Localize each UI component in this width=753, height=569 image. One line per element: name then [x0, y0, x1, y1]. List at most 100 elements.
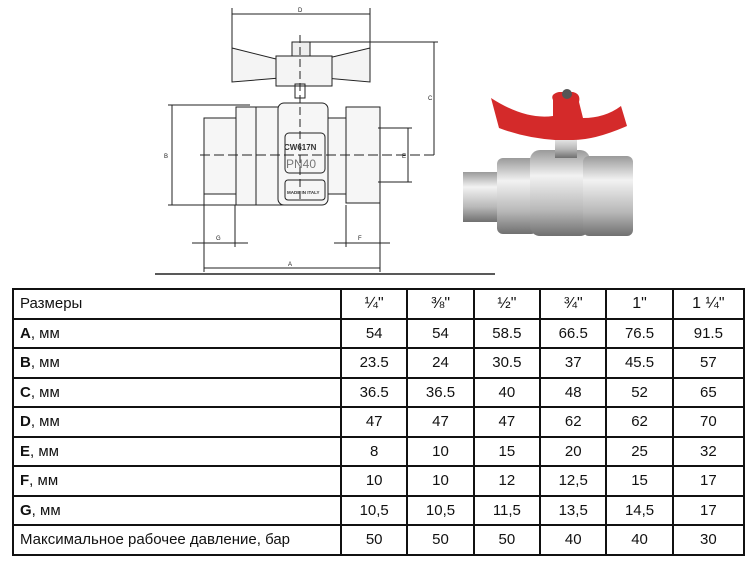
table-cell: 50 — [339, 524, 409, 556]
table-cell: 8 — [339, 435, 409, 467]
row-label: A, мм — [12, 317, 342, 349]
table-cell: 50 — [472, 524, 542, 556]
row-letter: D — [20, 413, 31, 431]
red-butterfly-handle-icon — [491, 92, 627, 140]
size-header: ⅜" — [406, 288, 475, 320]
row-unit: , мм — [30, 354, 60, 372]
size-header: ¼" — [339, 288, 409, 320]
table-cell: 47 — [339, 406, 409, 438]
row-unit: , мм — [31, 501, 61, 519]
table-cell: 52 — [605, 376, 674, 408]
table-cell: 15 — [472, 435, 542, 467]
row-letter: A — [20, 324, 31, 342]
table-cell: 23.5 — [339, 347, 409, 379]
table-cell: 40 — [605, 524, 674, 556]
row-unit: , мм — [30, 413, 60, 431]
table-cell: 36.5 — [339, 376, 409, 408]
row-letter: C — [20, 383, 31, 401]
table-cell: 36.5 — [406, 376, 475, 408]
table-cell: 17 — [671, 494, 746, 526]
row-unit: , мм — [30, 442, 59, 460]
table-cell: 10 — [406, 435, 475, 467]
table-cell: 10 — [406, 465, 475, 497]
size-header: 1 ¼" — [671, 288, 746, 320]
row-label: G, мм — [12, 494, 342, 526]
table-cell: 10 — [339, 465, 409, 497]
table-cell: 11,5 — [472, 494, 542, 526]
table-header-row: Размеры ¼" ⅜" ½" ¾" 1" 1 ¼" — [12, 288, 746, 320]
row-letter: E — [20, 442, 31, 460]
table-cell: 50 — [406, 524, 475, 556]
table-cell: 10,5 — [406, 494, 475, 526]
size-header: ¾" — [539, 288, 608, 320]
table-cell: 10,5 — [339, 494, 409, 526]
table-cell: 47 — [406, 406, 475, 438]
row-unit: , мм — [30, 324, 60, 342]
table-cell: 62 — [605, 406, 674, 438]
dim-label-f: F — [358, 236, 362, 242]
dim-label-c: C — [428, 96, 433, 102]
valve-product-photo — [463, 89, 633, 236]
table-cell: 37 — [539, 347, 608, 379]
table-cell: 57 — [671, 347, 746, 379]
marking-pn40: PN40 — [286, 157, 316, 171]
table-cell: 91.5 — [671, 317, 746, 349]
table-cell: 48 — [539, 376, 608, 408]
table-cell: 40 — [539, 524, 608, 556]
dim-label-b: B — [164, 154, 168, 160]
table-cell: 12,5 — [539, 465, 608, 497]
table-cell: 58.5 — [472, 317, 542, 349]
row-label: F, мм — [12, 465, 342, 497]
size-header: 1" — [605, 288, 674, 320]
dim-label-a: A — [288, 262, 292, 268]
table-cell: 45.5 — [605, 347, 674, 379]
table-cell: 62 — [539, 406, 608, 438]
dim-label-g: G — [216, 236, 221, 242]
row-letter: G — [20, 501, 32, 519]
size-header: ½" — [472, 288, 542, 320]
table-cell: 30.5 — [472, 347, 542, 379]
table-cell: 25 — [605, 435, 674, 467]
table-cell: 30 — [671, 524, 746, 556]
row-label: E, мм — [12, 435, 342, 467]
table-cell: 47 — [472, 406, 542, 438]
row-label: Максимальное рабочее давление, бар — [12, 524, 342, 556]
table-cell: 65 — [671, 376, 746, 408]
row-unit: , мм — [29, 472, 59, 490]
row-label: D, мм — [12, 406, 342, 438]
row-label: C, мм — [12, 376, 342, 408]
marking-made-in-italy: MADE IN ITALY — [287, 190, 320, 195]
dim-label-d: D — [298, 8, 303, 14]
table-cell: 54 — [339, 317, 409, 349]
header-label: Размеры — [12, 288, 342, 320]
marking-cw617n: CW617N — [284, 143, 317, 152]
table-cell: 15 — [605, 465, 674, 497]
table-cell: 12 — [472, 465, 542, 497]
row-unit: Максимальное рабочее давление, бар — [20, 531, 291, 549]
table-cell: 76.5 — [605, 317, 674, 349]
row-letter: B — [20, 354, 31, 372]
row-unit: , мм — [30, 383, 60, 401]
valve-technical-drawing: D C B E G F A CW617N PN4 — [155, 8, 495, 275]
table-cell: 40 — [472, 376, 542, 408]
table-cell: 24 — [406, 347, 475, 379]
table-cell: 70 — [671, 406, 746, 438]
dim-label-e: E — [402, 154, 406, 160]
table-cell: 32 — [671, 435, 746, 467]
table-cell: 17 — [671, 465, 746, 497]
table-cell: 14,5 — [605, 494, 674, 526]
row-letter: F — [20, 472, 30, 490]
table-cell: 13,5 — [539, 494, 608, 526]
table-cell: 66.5 — [539, 317, 608, 349]
table-cell: 54 — [406, 317, 475, 349]
row-label: B, мм — [12, 347, 342, 379]
